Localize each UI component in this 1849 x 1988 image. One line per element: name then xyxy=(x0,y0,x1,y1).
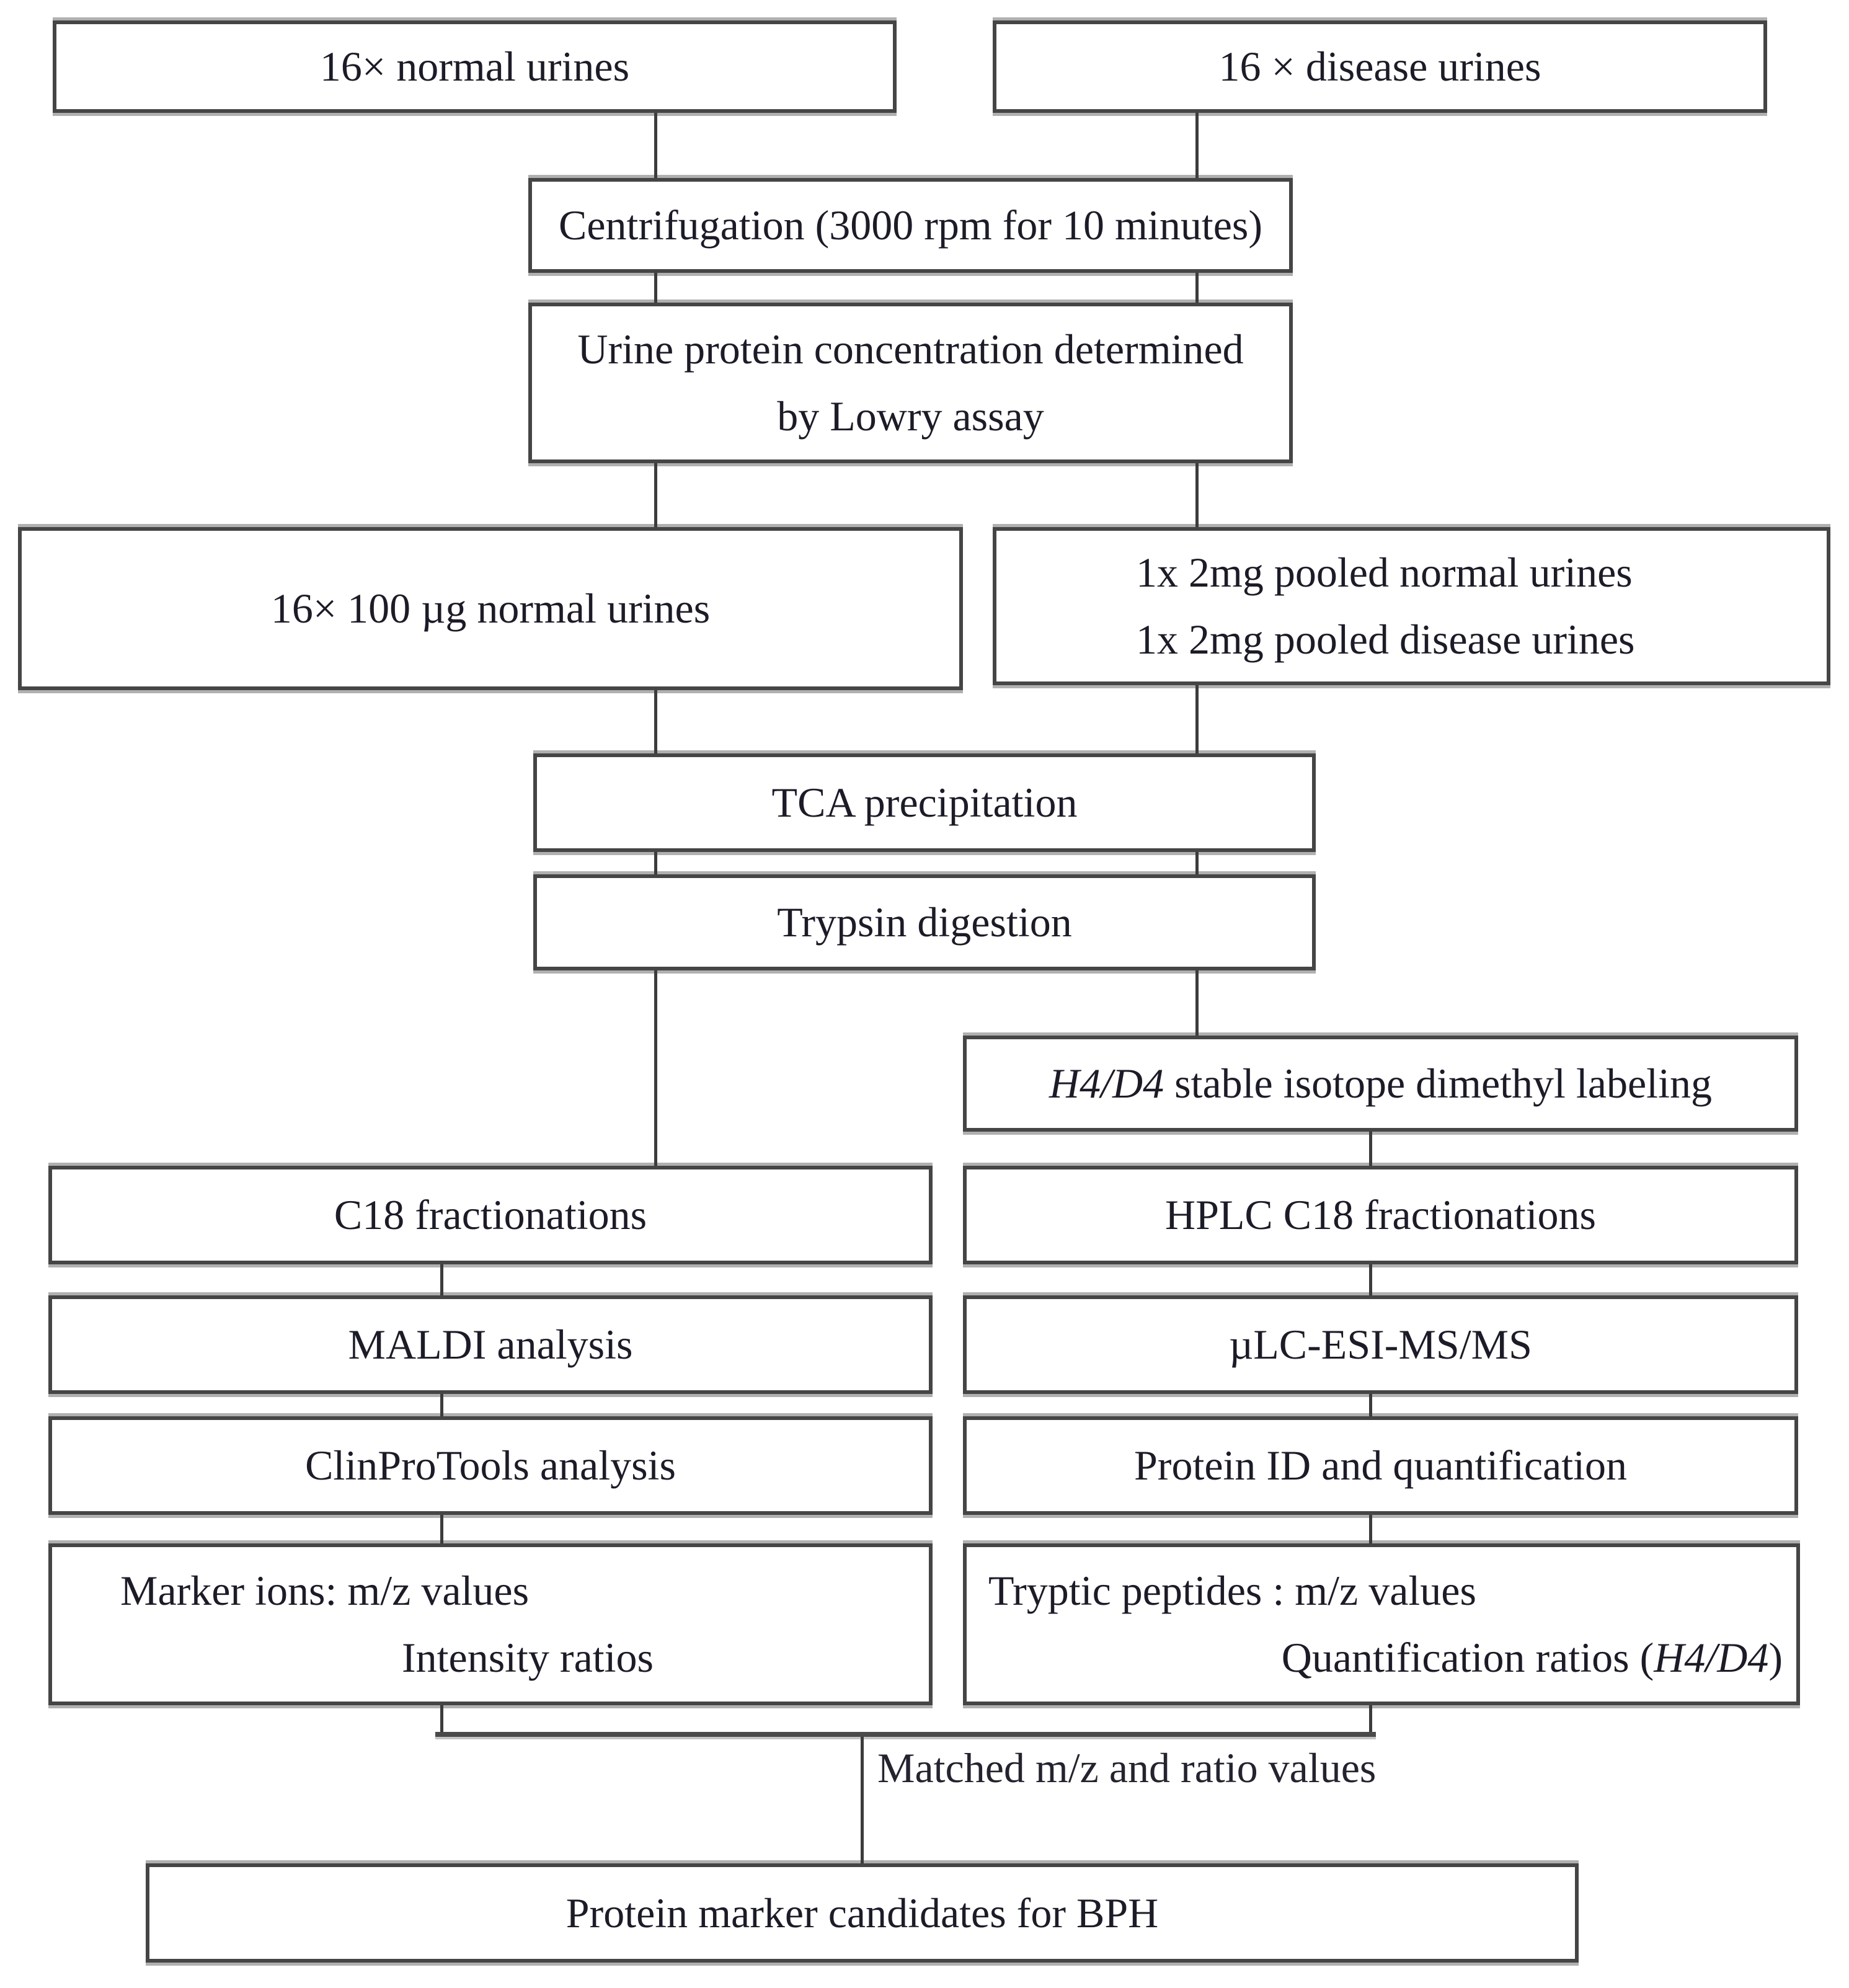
box-marker-ions-line2: Intensity ratios xyxy=(401,1633,654,1681)
matched-values-label: Matched m/z and ratio values xyxy=(877,1744,1377,1791)
connector-maldi-to-clinprotools xyxy=(440,1394,443,1416)
connector-centrifugation-to-lowry-right xyxy=(1195,273,1199,303)
box-trypsin-digestion: Trypsin digestion xyxy=(533,874,1316,970)
tryptic-line2-suffix: ) xyxy=(1768,1633,1783,1681)
box-isotope-labeling: H4/D4 stable isotope dimethyl labeling xyxy=(963,1036,1798,1132)
isotope-labeling-text: stable isotope dimethyl labeling xyxy=(1164,1060,1712,1107)
connector-ulc-to-protein-id xyxy=(1369,1394,1372,1416)
connector-clinprotools-to-marker-ions xyxy=(440,1515,443,1543)
box-tryptic-line1: Tryptic peptides : m/z values xyxy=(988,1567,1476,1615)
box-isotope-labeling-label: H4/D4 stable isotope dimethyl labeling xyxy=(1049,1059,1712,1108)
box-centrifugation-label: Centrifugation (3000 rpm for 10 minutes) xyxy=(558,202,1262,249)
box-lowry-line2: by Lowry assay xyxy=(777,392,1044,440)
connector-tca-to-trypsin-left xyxy=(654,852,657,874)
box-ulc-esi-msms: µLC-ESI-MS/MS xyxy=(963,1295,1798,1394)
box-disease-urines-label: 16 × disease urines xyxy=(1218,43,1541,90)
isotope-labeling-italic: H4/D4 xyxy=(1049,1060,1164,1107)
box-lowry-assay: Urine protein concentration determined b… xyxy=(528,303,1293,463)
connector-trypsin-to-c18 xyxy=(654,970,657,1166)
box-pooled-line2: 1x 2mg pooled disease urines xyxy=(1136,615,1635,663)
connector-protein-id-to-tryptic xyxy=(1369,1515,1372,1543)
connector-c18-to-maldi xyxy=(440,1264,443,1295)
box-protein-marker-candidates: Protein marker candidates for BPH xyxy=(146,1863,1579,1963)
box-clinprotools-analysis: ClinProTools analysis xyxy=(48,1416,933,1515)
box-100ug-normal-urines-label: 16× 100 µg normal urines xyxy=(270,585,711,632)
connector-marker-ions-to-junction xyxy=(440,1705,443,1734)
box-tryptic-peptides: Tryptic peptides : m/z values Quantifica… xyxy=(963,1543,1800,1705)
connector-100ug-to-tca xyxy=(654,690,657,753)
connector-labeling-to-hplc xyxy=(1369,1132,1372,1166)
connector-tca-to-trypsin-right xyxy=(1195,852,1199,874)
connector-hplc-to-ulc xyxy=(1369,1264,1372,1295)
box-clinprotools-label: ClinProTools analysis xyxy=(305,1442,676,1489)
connector-lowry-to-100ug xyxy=(654,463,657,527)
box-lowry-line1: Urine protein concentration determined xyxy=(577,326,1244,373)
connector-centrifugation-to-lowry-left xyxy=(654,273,657,303)
box-trypsin-label: Trypsin digestion xyxy=(777,899,1072,946)
box-normal-urines: 16× normal urines xyxy=(53,20,897,113)
box-disease-urines: 16 × disease urines xyxy=(993,20,1767,113)
box-protein-id-label: Protein ID and quantification xyxy=(1133,1442,1627,1489)
tryptic-line2-italic: H4/D4 xyxy=(1654,1633,1769,1681)
box-maldi-label: MALDI analysis xyxy=(348,1321,633,1368)
box-protein-id-quantification: Protein ID and quantification xyxy=(963,1416,1798,1515)
box-marker-ions: Marker ions: m/z values Intensity ratios xyxy=(48,1543,933,1705)
box-normal-urines-label: 16× normal urines xyxy=(319,43,630,90)
box-ulc-label: µLC-ESI-MS/MS xyxy=(1229,1321,1532,1368)
box-centrifugation: Centrifugation (3000 rpm for 10 minutes) xyxy=(528,178,1293,273)
box-tca-label: TCA precipitation xyxy=(771,779,1078,826)
box-marker-ions-line1: Marker ions: m/z values xyxy=(120,1567,530,1615)
connector-junction-to-final xyxy=(861,1737,864,1863)
connector-disease-to-centrifugation xyxy=(1195,113,1199,178)
connector-tryptic-to-junction xyxy=(1369,1705,1372,1734)
box-tca-precipitation: TCA precipitation xyxy=(533,753,1316,852)
connector-lowry-to-pooled xyxy=(1195,463,1199,527)
box-pooled-line1: 1x 2mg pooled normal urines xyxy=(1136,549,1633,597)
box-c18-label: C18 fractionations xyxy=(334,1191,647,1238)
box-100ug-normal-urines: 16× 100 µg normal urines xyxy=(18,527,963,690)
box-hplc-label: HPLC C18 fractionations xyxy=(1164,1191,1597,1238)
connector-trypsin-to-labeling xyxy=(1195,970,1199,1036)
connector-normal-to-centrifugation xyxy=(654,113,657,178)
box-c18-fractionations: C18 fractionations xyxy=(48,1166,933,1264)
box-tryptic-line2: Quantification ratios (H4/D4) xyxy=(1282,1625,1783,1691)
connector-pooled-to-tca xyxy=(1195,685,1199,753)
box-hplc-c18-fractionations: HPLC C18 fractionations xyxy=(963,1166,1798,1264)
junction-horizontal-line xyxy=(435,1732,1376,1737)
box-pooled-urines: 1x 2mg pooled normal urines 1x 2mg poole… xyxy=(993,527,1830,685)
tryptic-line2-prefix: Quantification ratios ( xyxy=(1281,1633,1654,1681)
box-final-label: Protein marker candidates for BPH xyxy=(565,1889,1159,1937)
box-maldi-analysis: MALDI analysis xyxy=(48,1295,933,1394)
